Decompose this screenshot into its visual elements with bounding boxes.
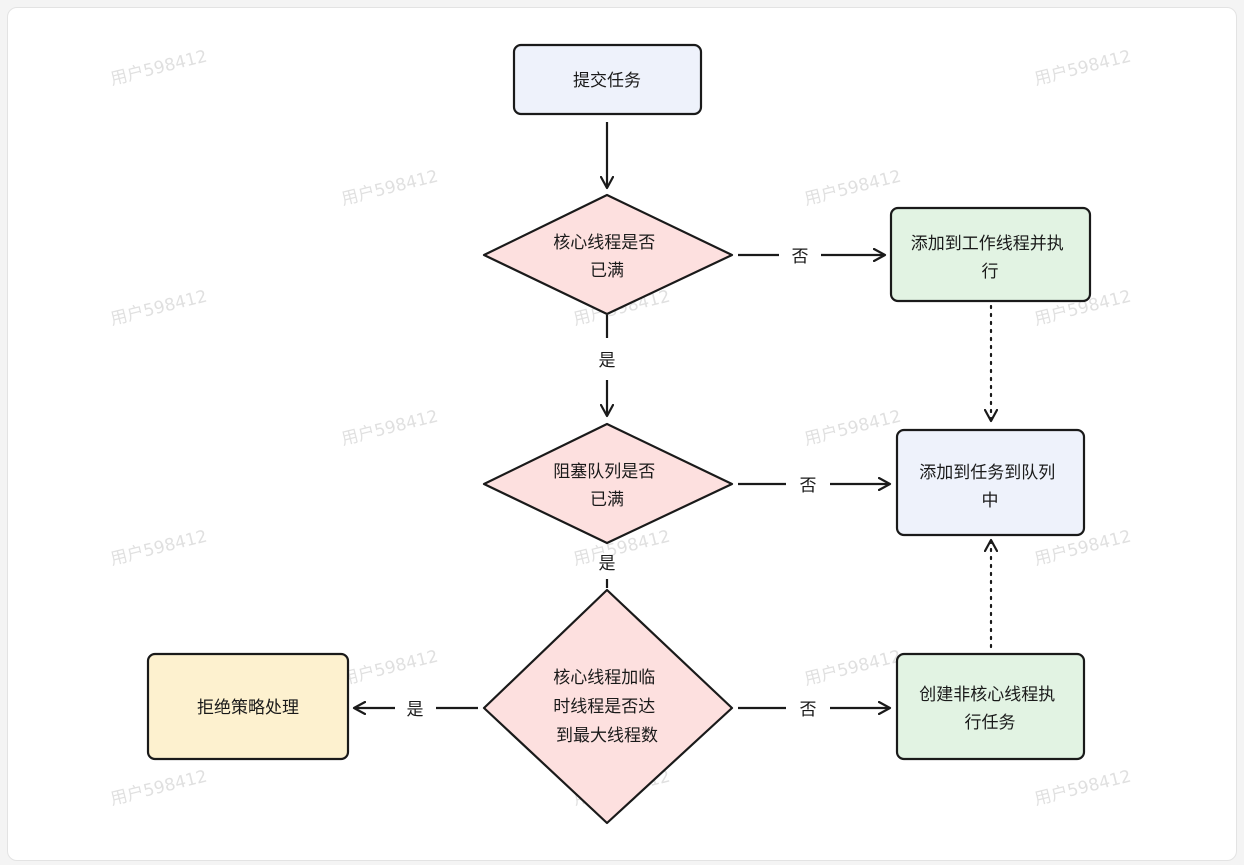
node-add-worker-label: 添加到工作线程并执 行 [911,234,1069,282]
node-core-full-line: 已满 [590,261,624,281]
node-add-worker-line: 行 [982,262,999,282]
edges [354,122,991,708]
edge-label-queue-no: 否 [800,476,817,496]
watermarks: 用户598412 用户598412 用户598412 用户598412 用户59… [108,42,1133,810]
node-reject-shape [146,652,350,761]
node-create-noncore-shape [895,652,1086,761]
node-add-worker: 添加到工作线程并执 行 [889,206,1092,303]
watermark: 用户598412 [1032,767,1133,810]
watermark: 用户598412 [108,47,209,90]
node-create-noncore-label: 创建非核心线程执 行任务 [919,685,1060,733]
node-core-full: 核心线程是否 已满 [482,193,734,316]
watermark: 用户598412 [339,167,440,210]
watermark: 用户598412 [1032,47,1133,90]
node-max-reached-label: 核心线程加临 时线程是否达 到最大线程数 [553,668,660,746]
node-create-noncore-line: 行任务 [965,713,1016,733]
node-queue-full-shape [482,422,734,545]
node-add-queue: 添加到任务到队列 中 [895,428,1086,537]
node-max-reached-line: 时线程是否达 [553,697,655,717]
node-add-queue-label: 添加到任务到队列 中 [919,463,1060,511]
edge-labels: 否 是 否 是 是 否 [407,247,817,720]
node-submit-shape [512,43,703,116]
node-add-queue-line: 添加到任务到队列 [919,463,1055,483]
watermark: 用户598412 [802,647,903,690]
watermark: 用户598412 [339,647,440,690]
node-queue-full-label: 阻塞队列是否 已满 [553,462,660,510]
node-add-queue-shape [895,428,1086,537]
watermark: 用户598412 [802,407,903,450]
edge-label-queue-yes: 是 [599,554,616,574]
watermark: 用户598412 [802,167,903,210]
watermark: 用户598412 [108,767,209,810]
node-queue-full: 阻塞队列是否 已满 [482,422,734,545]
node-max-reached: 核心线程加临 时线程是否达 到最大线程数 [482,588,734,825]
node-submit-line: 提交任务 [573,71,641,91]
node-add-queue-line: 中 [982,491,999,511]
node-add-worker-line: 添加到工作线程并执 [911,234,1064,254]
node-create-noncore: 创建非核心线程执 行任务 [895,652,1086,761]
watermark: 用户598412 [339,407,440,450]
watermark: 用户598412 [108,527,209,570]
node-submit-label: 提交任务 [573,71,641,91]
node-create-noncore-line: 创建非核心线程执 [919,685,1055,705]
watermark: 用户598412 [108,287,209,330]
node-core-full-label: 核心线程是否 已满 [553,233,660,281]
node-core-full-shape [482,193,734,316]
node-submit: 提交任务 [512,43,703,116]
node-queue-full-line: 已满 [590,490,624,510]
edge-label-core-yes: 是 [599,351,616,371]
node-reject-line: 拒绝策略处理 [197,698,299,718]
node-core-full-line: 核心线程是否 [553,233,655,253]
edge-label-core-no: 否 [792,247,809,267]
node-max-reached-line: 到最大线程数 [556,726,658,746]
node-max-reached-shape [482,588,734,825]
edge-label-max-no: 否 [800,700,817,720]
edge-label-max-yes: 是 [407,700,424,720]
node-max-reached-line: 核心线程加临 [553,668,655,688]
node-reject-label: 拒绝策略处理 [197,698,299,718]
node-add-worker-shape [889,206,1092,303]
node-queue-full-line: 阻塞队列是否 [553,462,655,482]
node-reject: 拒绝策略处理 [146,652,350,761]
